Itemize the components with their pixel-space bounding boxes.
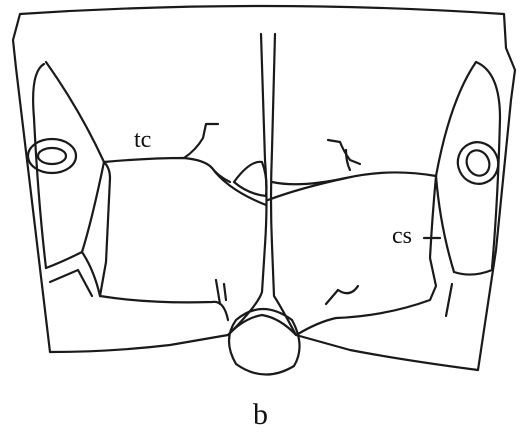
left-plate-bottom: [100, 162, 228, 320]
left-transverse-ridge: [104, 158, 266, 205]
label-cs: cs: [392, 223, 412, 249]
left-lateral-bottom: [46, 252, 100, 296]
left-lateral-outer: [33, 64, 46, 268]
left-inner-tick: [216, 280, 220, 304]
right-lateral-bottom: [454, 270, 492, 275]
right-spiracle-inner: [463, 147, 494, 180]
right-plate-bottom: [298, 176, 436, 334]
right-mid-join: [268, 178, 346, 200]
outer-outline: [13, 6, 515, 370]
left-ridge-branch: [184, 124, 218, 158]
anal-lobe: [229, 309, 300, 375]
right-transverse-ridge: [272, 172, 436, 184]
median-suture-left: [228, 34, 267, 335]
right-ridge-branch: [328, 140, 360, 164]
right-lower-branch: [446, 284, 452, 316]
left-inner-tick-2: [224, 284, 226, 300]
left-spiracle-inner: [38, 148, 66, 164]
right-inner-tick: [338, 286, 358, 293]
left-ridge-branch-2: [212, 168, 230, 182]
left-lower-branch: [50, 270, 92, 296]
panel-label: b: [253, 398, 268, 431]
label-tc: tc: [134, 127, 151, 153]
right-inner-tick-2: [326, 290, 338, 304]
right-lateral-inner: [436, 62, 476, 272]
